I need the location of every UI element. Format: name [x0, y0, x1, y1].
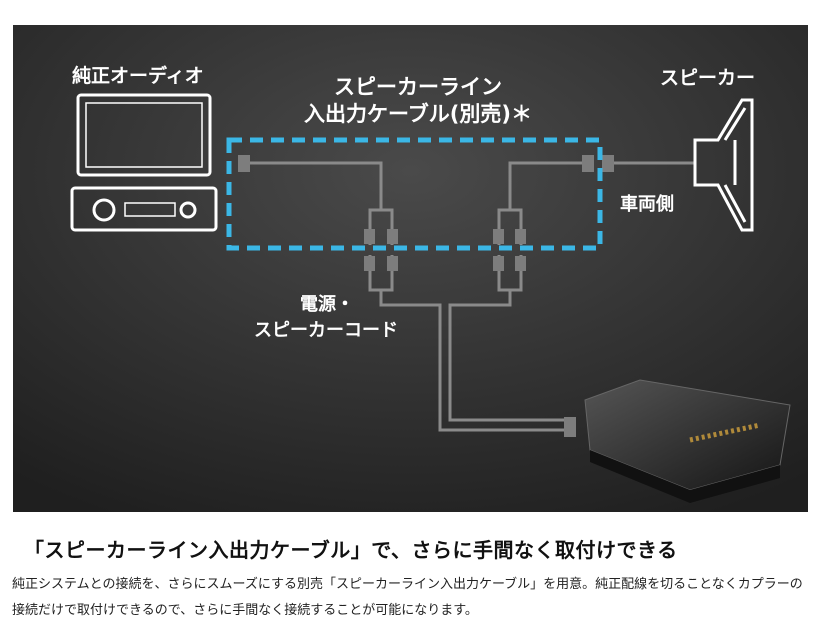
cord-label-line1: 電源・: [300, 293, 354, 315]
dsp-amplifier-image: [584, 379, 791, 503]
cable-label-line1: スピーカーライン: [334, 75, 502, 99]
vehicle-side-label: 車両側: [620, 193, 674, 215]
section-heading: 「スピーカーライン入出力ケーブル」で、さらに手間なく取付けできる: [24, 538, 678, 562]
cable-wires: [248, 161, 695, 432]
head-unit-icon: [70, 93, 218, 232]
connectors: [238, 155, 614, 437]
speaker-icon: [693, 98, 754, 232]
speaker-label: スピーカー: [660, 67, 755, 89]
section-description: 純正システムとの接続を、さらにスムーズにする別売「スピーカーライン入出力ケーブル…: [12, 577, 803, 618]
cord-label-line2: スピーカーコード: [254, 320, 398, 341]
cable-label-line2: 入出力ケーブル(別売)＊: [304, 102, 532, 126]
cable-highlight-box: [226, 137, 603, 251]
head-unit-label: 純正オーディオ: [72, 64, 204, 87]
wiring-diagram: 純正オーディオ スピーカーライン 入出力ケーブル(別売)＊ スピーカー 車両側 …: [13, 25, 808, 512]
